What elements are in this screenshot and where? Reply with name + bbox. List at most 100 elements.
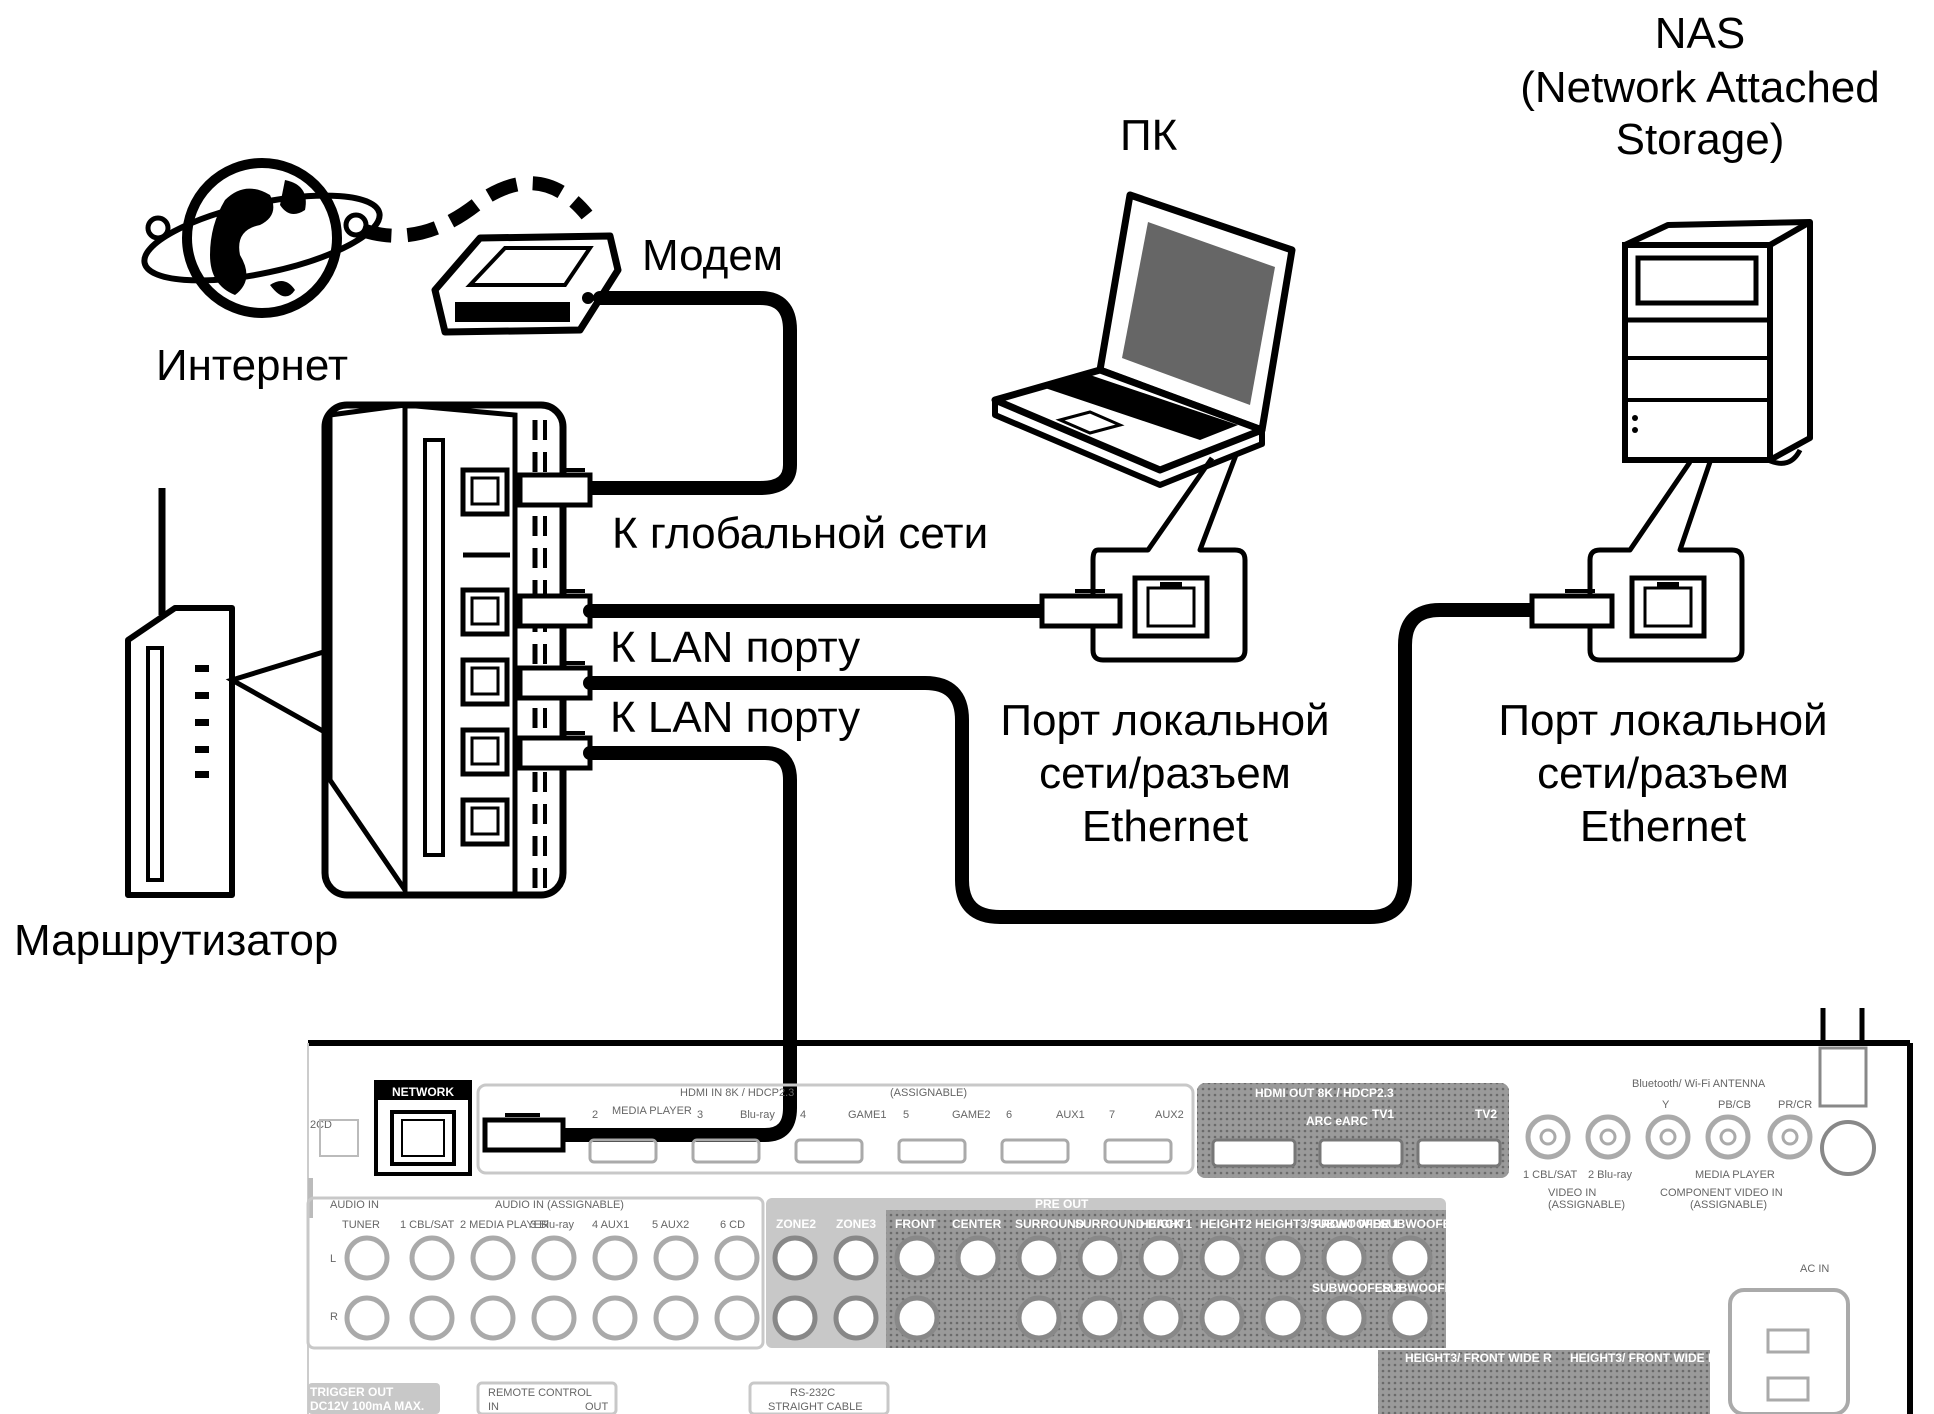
hdmi-in-2: 2	[592, 1109, 598, 1121]
pc-plug	[1039, 589, 1123, 629]
pc-port-callout	[1090, 454, 1248, 663]
pre-height3: HEIGHT3/ FRONT WIDE	[1255, 1217, 1390, 1231]
component-pr: PR/CR	[1778, 1099, 1812, 1111]
pre-sub3: SUBWOOFER 3	[1312, 1281, 1402, 1295]
hdmi-out-tv2: TV2	[1475, 1107, 1497, 1121]
modem-icon	[431, 232, 622, 336]
nas-label-3: Storage)	[1616, 115, 1785, 164]
router-plug-wan	[517, 468, 593, 508]
router-lan-port-3	[460, 727, 510, 777]
pre-height2: HEIGHT2	[1200, 1217, 1252, 1231]
pre-sub1: SUBWOOFER 1	[1310, 1217, 1400, 1231]
hdmi-in-7: 7	[1109, 1109, 1115, 1121]
router-label: Маршрутизатор	[14, 916, 338, 965]
video-jacks	[1525, 1114, 1813, 1160]
pc-port-label-3: Ethernet	[1082, 802, 1248, 851]
audio-col-4: 4 AUX1	[592, 1219, 629, 1231]
trigger-spec: DC12V 100mA MAX.	[310, 1399, 424, 1413]
pc-port-label-1: Порт локальной	[1000, 696, 1329, 745]
nas-port-label-2: сети/разъем	[1537, 749, 1789, 798]
tuner-label: TUNER	[342, 1219, 380, 1231]
component-assignable: (ASSIGNABLE)	[1690, 1199, 1767, 1211]
nas-port-label-1: Порт локальной	[1498, 696, 1827, 745]
pre-out-label: PRE OUT	[1035, 1197, 1089, 1211]
pc-label: ПК	[1120, 111, 1178, 160]
hdmi-in-aux2: AUX2	[1155, 1109, 1184, 1121]
audio-col-6: 6 CD	[720, 1219, 745, 1231]
internet-globe-icon	[141, 158, 383, 318]
network-label: NETWORK	[392, 1085, 454, 1099]
hdmi-in-aux1: AUX1	[1056, 1109, 1085, 1121]
rs232c-label: RS-232C	[790, 1387, 835, 1399]
hdmi-in-ports	[588, 1138, 1173, 1164]
to-lan-label-2: К LAN порту	[610, 693, 860, 742]
hdmi-in-3: 3	[697, 1109, 703, 1121]
receiver-plug	[482, 1113, 566, 1153]
hdmi-in-6: 6	[1006, 1109, 1012, 1121]
router-plug-receiver	[517, 731, 593, 771]
pre-zone2: ZONE2	[776, 1217, 816, 1231]
bt-antenna-label: Bluetooth/ Wi-Fi ANTENNA	[1632, 1078, 1766, 1090]
hdmi-in-5: 5	[903, 1109, 909, 1121]
video-in-assignable: (ASSIGNABLE)	[1548, 1199, 1625, 1211]
hdmi-in-media-player: MEDIA PLAYER	[612, 1105, 692, 1117]
remote-out-label: OUT	[585, 1401, 609, 1413]
wireless-link-dashed	[359, 176, 593, 243]
component-media-player: MEDIA PLAYER	[1695, 1169, 1775, 1181]
component-pb: PB/CB	[1718, 1099, 1751, 1111]
pre-out-jacks	[772, 1235, 1433, 1341]
router-icon	[125, 488, 333, 898]
receiver-rear-panel: 2CD NETWORK HDMI IN 8K / HDCP2.3 (ASSIGN…	[306, 1008, 1913, 1414]
router-lan-port-1	[460, 587, 510, 637]
audio-col-3: 3 Blu-ray	[530, 1219, 575, 1231]
ac-inlet	[1728, 1288, 1850, 1414]
wan-cable	[578, 291, 797, 495]
pre-front: FRONT	[895, 1217, 937, 1231]
pre-height1: HEIGHT1	[1140, 1217, 1192, 1231]
hdmi-in-game1: GAME1	[848, 1109, 887, 1121]
audio-col-2: 2 MEDIA PLAYER	[460, 1219, 549, 1231]
pre-sub2: SUBWOOFER 2	[1380, 1217, 1470, 1231]
component-video-in-label: COMPONENT VIDEO IN	[1660, 1187, 1783, 1199]
laptop-icon	[991, 191, 1296, 488]
video-in-bluray: 2 Blu-ray	[1588, 1169, 1633, 1181]
component-y: Y	[1662, 1099, 1670, 1111]
hdmi-in-game2: GAME2	[952, 1109, 991, 1121]
ac-in-label: AC IN	[1800, 1263, 1829, 1275]
trigger-out-label: TRIGGER OUT	[310, 1385, 394, 1399]
audio-in-assignable-label: AUDIO IN (ASSIGNABLE)	[495, 1199, 624, 1211]
nas-label-1: NAS	[1655, 9, 1745, 58]
nas-plug	[1529, 589, 1615, 629]
hdmi-in-bluray: Blu-ray	[740, 1109, 775, 1121]
pre-sub4: SUBWOOFER 4	[1382, 1281, 1472, 1295]
nas-label-2: (Network Attached	[1520, 63, 1880, 112]
audio-in-label: AUDIO IN	[330, 1199, 379, 1211]
router-plug-nas	[517, 661, 593, 701]
pre-surround-back: SURROUND BACK	[1075, 1217, 1183, 1231]
nas-icon	[1622, 219, 1813, 466]
pre-surround: SURROUND	[1015, 1217, 1085, 1231]
hdmi-in-4: 4	[800, 1109, 806, 1121]
hdmi-out-tv1: TV1	[1372, 1107, 1394, 1121]
audio-col-1: 1 CBL/SAT	[400, 1219, 454, 1231]
remote-control-label: REMOTE CONTROL	[488, 1387, 592, 1399]
to-lan-label-1: К LAN порту	[610, 623, 860, 672]
speaker-fw-l: HEIGHT3/ FRONT WIDE L	[1570, 1351, 1715, 1365]
speaker-fw-r: HEIGHT3/ FRONT WIDE R	[1405, 1351, 1552, 1365]
side-l: L	[330, 1253, 336, 1265]
nas-port-callout	[1587, 460, 1745, 663]
router-lan-port-2	[460, 657, 510, 707]
nas-ethernet-port	[1629, 575, 1707, 639]
pre-center: CENTER	[952, 1217, 1002, 1231]
antenna-connector-icon	[1818, 1046, 1876, 1176]
audio-in-jacks	[344, 1235, 760, 1341]
video-in-cbl: 1 CBL/SAT	[1523, 1169, 1577, 1181]
modem-label: Модем	[642, 231, 783, 280]
straight-cable-label: STRAIGHT CABLE	[768, 1401, 863, 1413]
pc-port-label-2: сети/разъем	[1039, 749, 1291, 798]
router-plug-pc	[517, 589, 593, 629]
audio-col-5: 5 AUX2	[652, 1219, 689, 1231]
internet-label: Интернет	[156, 341, 348, 390]
hdmi-in-assignable: (ASSIGNABLE)	[890, 1087, 967, 1099]
